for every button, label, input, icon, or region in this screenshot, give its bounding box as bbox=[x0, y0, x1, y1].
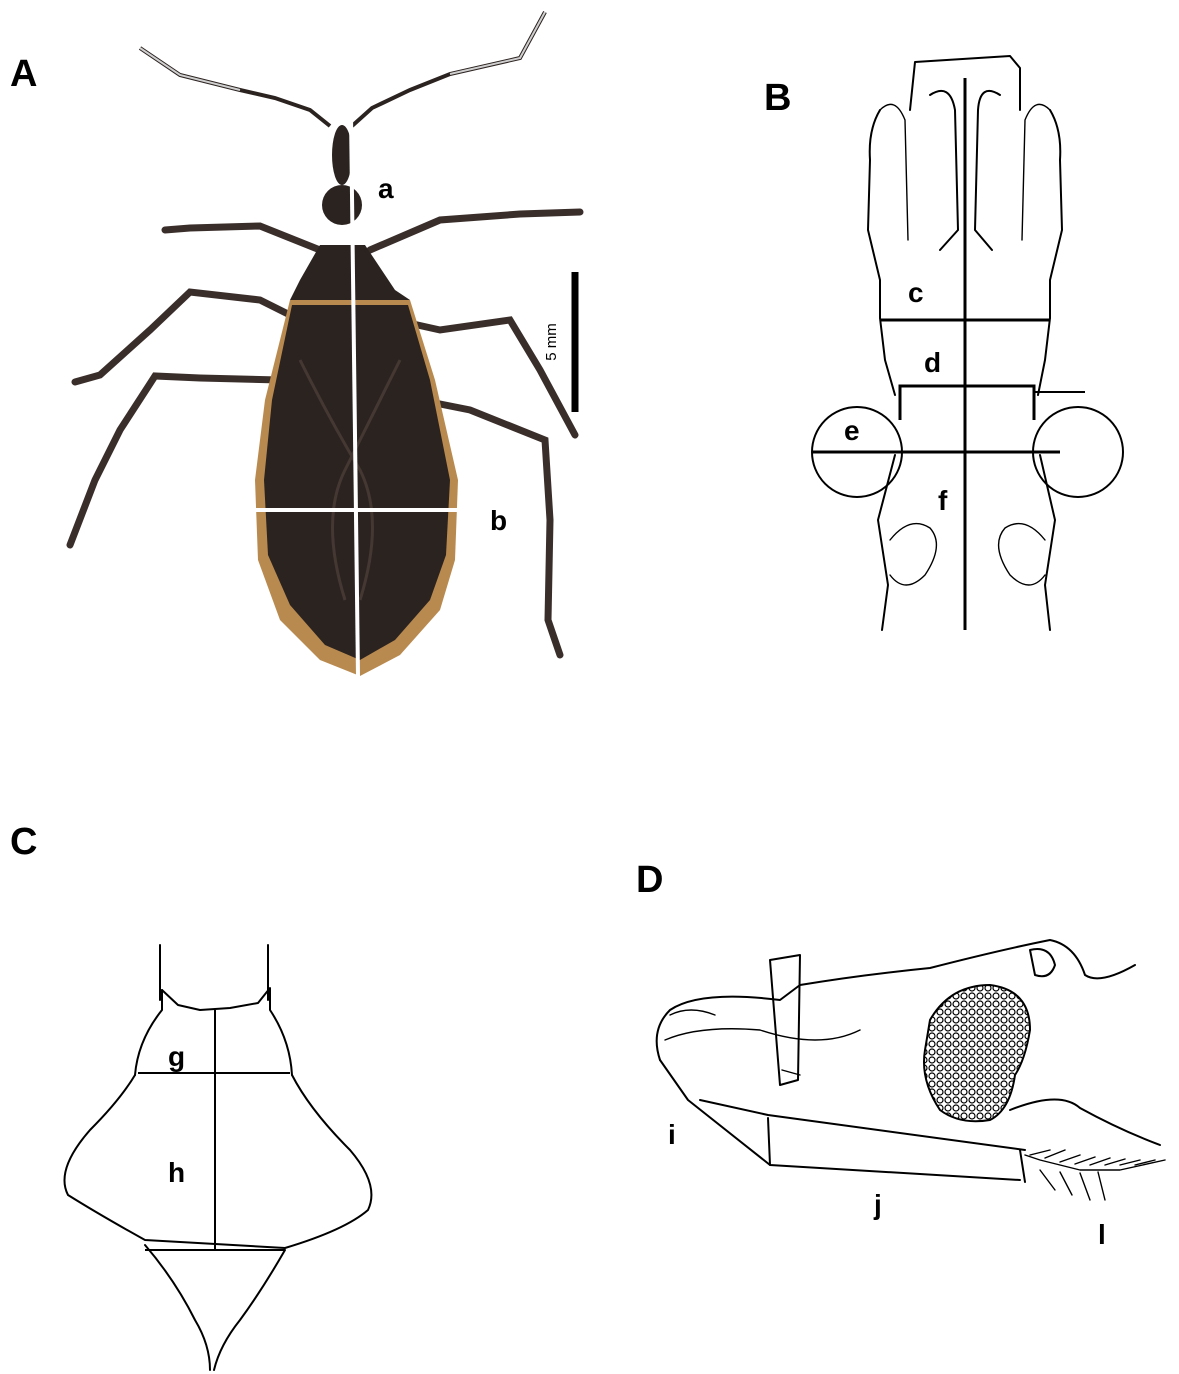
panel-b-figure: B c d e f bbox=[600, 0, 1179, 700]
measure-label-d: d bbox=[924, 347, 941, 378]
panel-c-figure: C g h bbox=[0, 760, 600, 1374]
scale-bar-label: 5 mm bbox=[543, 323, 560, 361]
panel-a-figure: A a b 5 mm bbox=[0, 0, 600, 700]
head-lateral-outline bbox=[657, 940, 1165, 1200]
measure-label-g: g bbox=[168, 1041, 185, 1072]
measure-line-d bbox=[900, 386, 1034, 420]
panel-d-label: D bbox=[636, 859, 663, 901]
pronotum-outline bbox=[64, 945, 371, 1370]
panel-d: D i j l bbox=[600, 760, 1179, 1374]
panel-c: C g h bbox=[0, 760, 600, 1374]
measure-label-b: b bbox=[490, 505, 507, 536]
panel-b-label: B bbox=[764, 77, 791, 119]
measure-label-j: j bbox=[873, 1189, 882, 1220]
measure-label-a: a bbox=[378, 173, 394, 204]
measure-label-f: f bbox=[938, 485, 948, 516]
panel-a-label: A bbox=[10, 53, 37, 95]
measure-label-l: l bbox=[1098, 1219, 1106, 1250]
measure-label-e: e bbox=[844, 415, 860, 446]
measure-label-i: i bbox=[668, 1119, 676, 1150]
measure-lines-b bbox=[812, 78, 1085, 630]
insect-antennae bbox=[140, 12, 545, 126]
panel-a: A a b 5 mm bbox=[0, 0, 600, 700]
panel-b: B c d e f bbox=[600, 0, 1179, 700]
panel-d-figure: D i j l bbox=[600, 760, 1179, 1374]
head-outline bbox=[812, 56, 1123, 630]
measure-label-c: c bbox=[908, 277, 924, 308]
measure-label-h: h bbox=[168, 1157, 185, 1188]
panel-c-label: C bbox=[10, 821, 37, 863]
